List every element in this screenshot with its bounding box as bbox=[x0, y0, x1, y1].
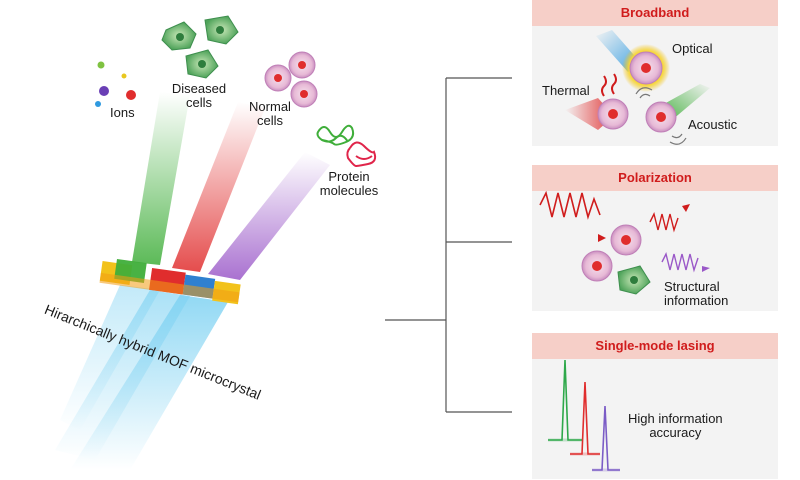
mof-microcrystal bbox=[99, 258, 241, 305]
thermal-label: Thermal bbox=[542, 83, 590, 98]
polarization-title: Polarization bbox=[532, 165, 778, 191]
high-accuracy-line2: accuracy bbox=[649, 425, 702, 440]
input-beams bbox=[132, 92, 330, 280]
output-light-fan bbox=[55, 285, 228, 470]
protein-molecules-label-line1: Protein bbox=[328, 169, 370, 184]
connector-lines bbox=[385, 77, 512, 413]
structural-information-line2: information bbox=[664, 293, 729, 308]
ions-label: Ions bbox=[110, 105, 135, 120]
protein-molecules-icon bbox=[316, 124, 377, 168]
normal-cells-label-line2: cells bbox=[256, 113, 283, 128]
protein-molecules-label: Protein molecules bbox=[304, 170, 394, 198]
diseased-cells-label: Diseased cells bbox=[164, 82, 234, 110]
normal-cells-label-line1: Normal bbox=[249, 99, 291, 114]
acoustic-label: Acoustic bbox=[688, 117, 738, 132]
protein-molecules-label-line2: molecules bbox=[319, 183, 379, 198]
high-accuracy-label: High information accuracy bbox=[628, 412, 723, 440]
diseased-cells-icon bbox=[161, 15, 239, 79]
diseased-cells-label-line2: cells bbox=[185, 95, 212, 110]
structural-information-label: Structural information bbox=[664, 280, 728, 308]
high-accuracy-line1: High information bbox=[628, 411, 723, 426]
diseased-cells-label-line1: Diseased bbox=[171, 81, 227, 96]
optical-label: Optical bbox=[672, 41, 713, 56]
lasing-title: Single-mode lasing bbox=[532, 333, 778, 359]
normal-cells-icon bbox=[264, 51, 318, 108]
polarization-graphics bbox=[539, 190, 710, 295]
structural-information-line1: Structural bbox=[664, 279, 720, 294]
ions-icon bbox=[95, 61, 136, 107]
broadband-graphics bbox=[565, 30, 710, 145]
normal-cells-label: Normal cells bbox=[240, 100, 300, 128]
broadband-title: Broadband bbox=[532, 0, 778, 26]
lasing-spectra bbox=[548, 359, 620, 472]
